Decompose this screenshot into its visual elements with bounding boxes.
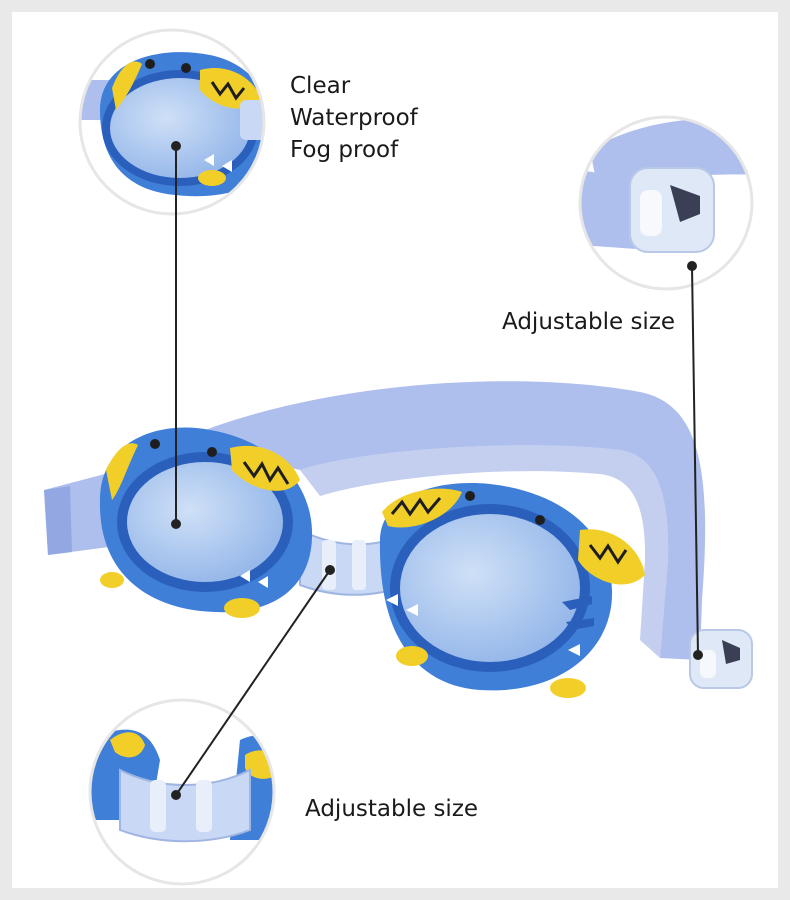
crab-eye-icon: [150, 439, 160, 449]
feature-fog-proof: Fog proof: [290, 137, 399, 163]
detail-lens-circle: [78, 28, 266, 216]
strap-buckle: [689, 629, 753, 689]
feature-waterproof: Waterproof: [290, 105, 418, 131]
crab-eye-icon: [535, 515, 545, 525]
crab-eye-icon: [181, 63, 191, 73]
crab-claw-icon: [106, 443, 138, 500]
feature-clear: Clear: [290, 73, 351, 99]
nose-bridge: [299, 528, 394, 596]
crab-claw-icon: [112, 61, 142, 110]
crab-eye-icon: [207, 447, 217, 457]
strap-adjustable-callout: Adjustable size: [502, 309, 676, 335]
detail-buckle-circle: [578, 115, 754, 291]
callout-leader-lines: [171, 141, 703, 800]
right-goggle: [379, 483, 645, 698]
bridge-adjustable-callout: Adjustable size: [305, 796, 479, 822]
crab-claw-icon: [110, 732, 145, 758]
crab-eye-icon: [145, 59, 155, 69]
crab-claw-icon: [382, 488, 462, 528]
crab-claw-icon: [578, 529, 645, 585]
left-goggle: [99, 427, 313, 618]
detail-bridge-circle: [88, 698, 276, 886]
crab-eye-icon: [465, 491, 475, 501]
lens-features-callout: Clear Waterproof Fog proof: [290, 70, 418, 166]
